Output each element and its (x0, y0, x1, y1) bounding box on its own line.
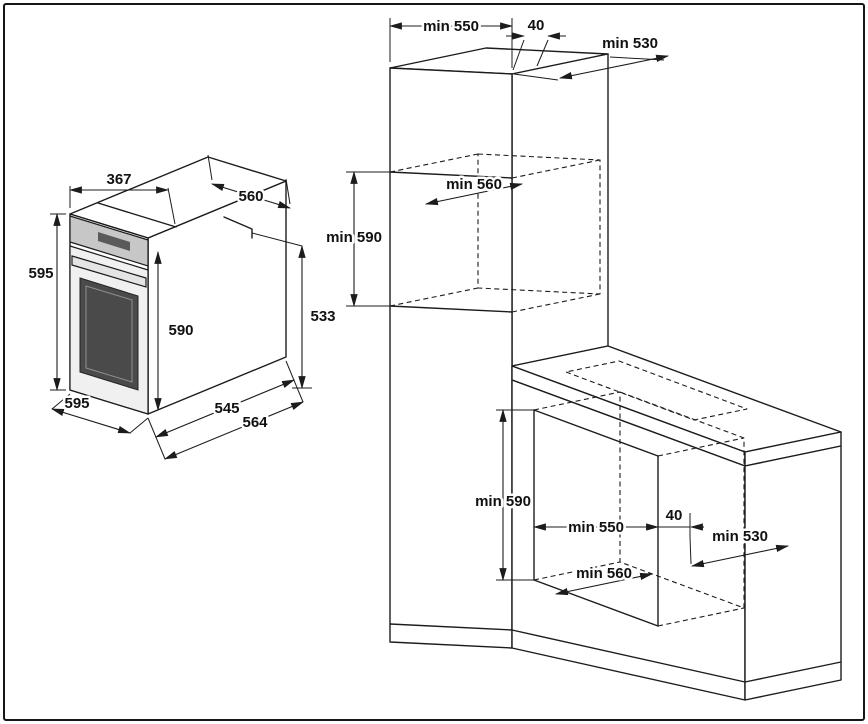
dim-label-lower-niche-depth: min 560 (576, 565, 632, 582)
dim-label-lower-depth: min 530 (712, 528, 768, 545)
tall-cabinet-front-face (389, 67, 513, 649)
ext-line (536, 39, 549, 67)
ext-line (51, 393, 71, 410)
base-cabinet (511, 345, 842, 701)
tall-cabinet-side-face (511, 53, 609, 367)
niche-edge (533, 579, 659, 627)
dim-label-upper-niche-depth: min 560 (446, 176, 502, 193)
ext-line (689, 536, 692, 565)
ext-line (207, 154, 213, 181)
hidden-line (657, 607, 745, 627)
dim-label-lower-width: min 550 (568, 519, 624, 536)
dim-label-oven-top-depth: 560 (238, 188, 263, 205)
ext-line (251, 232, 303, 247)
oven-door-handle (71, 255, 147, 288)
hidden-line (389, 287, 479, 307)
hidden-line (511, 159, 601, 179)
lower-niche-hidden-lines (533, 391, 745, 627)
tall-cabinet (389, 47, 609, 649)
base-cabinet-side-face (744, 445, 842, 701)
dim-label-oven-depth-total: 564 (242, 414, 268, 431)
hidden-line (533, 391, 621, 411)
dim-label-upper-gap: 40 (528, 17, 545, 34)
upper-niche-hidden-lines (389, 153, 601, 313)
hidden-line (533, 561, 621, 581)
hidden-line (619, 391, 745, 609)
niche-edge (533, 409, 659, 457)
ext-line (285, 360, 304, 403)
dim-line-564 (163, 401, 305, 460)
hidden-line (477, 153, 601, 295)
ext-line (147, 417, 166, 460)
ext-line (513, 73, 559, 81)
ext-line (512, 39, 525, 71)
hidden-line (511, 293, 601, 313)
oven-top-panel-edge (97, 202, 177, 228)
dim-line-upper-niche-depth (424, 182, 524, 206)
dim-line-lower-niche-depth (554, 572, 654, 596)
ext-line (167, 187, 176, 225)
ext-line (129, 417, 149, 434)
dim-line-595-width (50, 408, 132, 434)
oven-dimensions: 367 560 595 590 533 (26, 154, 338, 460)
cabinet-installation-view: min 550 40 min 530 min 560 mi (324, 15, 842, 701)
hidden-line (657, 437, 745, 457)
dim-label-oven-depth-body: 545 (214, 400, 239, 417)
oven-isometric-view: 367 560 595 590 533 (26, 154, 338, 460)
dim-label-oven-front-width: 595 (64, 395, 89, 412)
oven-door-glass-inner (85, 285, 133, 383)
dim-label-oven-body-height: 533 (310, 308, 335, 325)
oven-body (69, 156, 287, 415)
base-cabinet-plinth-line (511, 629, 842, 683)
dim-label-lower-niche-height: min 590 (475, 493, 531, 510)
oven-door-glass (79, 277, 139, 391)
dim-label-oven-height-left: 595 (28, 265, 53, 282)
hidden-line (389, 153, 479, 173)
dim-label-oven-top-width: 367 (106, 171, 131, 188)
dim-label-upper-depth: min 530 (602, 35, 658, 52)
dim-line-560 (210, 183, 292, 209)
upper-niche-top-edge (389, 171, 513, 179)
dim-label-upper-width: min 550 (423, 18, 479, 35)
dim-line-lower-depth (690, 544, 790, 568)
dim-line-upper-depth (558, 54, 670, 80)
oven-top-step-notch (223, 216, 253, 239)
tall-cabinet-plinth-line (389, 623, 513, 631)
dim-label-oven-front-height: 590 (168, 322, 193, 339)
dim-label-lower-gap: 40 (666, 507, 683, 524)
lower-niche-opening (533, 409, 659, 627)
upper-niche-bottom-edge (389, 305, 513, 313)
dim-label-upper-niche-height: min 590 (326, 229, 382, 246)
oven-display (98, 232, 130, 251)
cabinet-dimensions: min 550 40 min 530 min 560 mi (324, 15, 790, 596)
hob-cutout-outline (565, 360, 748, 421)
